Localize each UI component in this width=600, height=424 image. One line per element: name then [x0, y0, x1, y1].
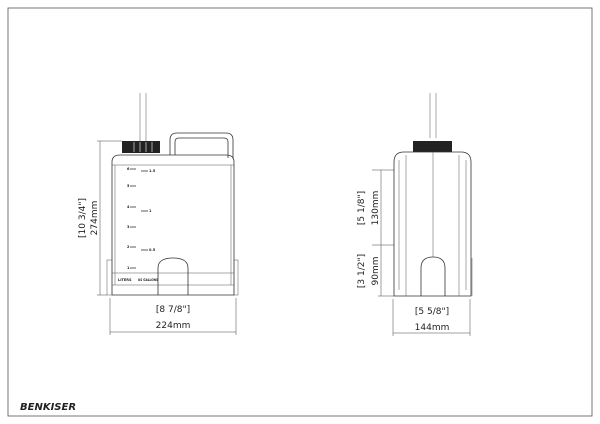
liter-mark: 6 — [127, 167, 130, 171]
cap — [122, 141, 160, 153]
side-view: 130mm [5 1/8"] 90mm [3 1/2"] [5 5/8"] 14… — [357, 93, 473, 336]
side-dimensions: 130mm [5 1/8"] 90mm [3 1/2"] [5 5/8"] 14… — [357, 169, 471, 336]
gallons-label: US GALLONS — [138, 278, 158, 282]
width-dimension: [8 7/8"] 224mm — [109, 298, 237, 335]
foot-left — [106, 259, 113, 296]
width-in-label: [8 7/8"] — [156, 305, 190, 315]
gallon-mark: 1.5 — [149, 169, 156, 173]
lower-mm-label: 90mm — [371, 257, 381, 286]
drawing-frame — [7, 7, 593, 417]
liter-mark: 2 — [127, 245, 130, 249]
height-in-label: [10 3/4"] — [78, 198, 88, 238]
handle-recess — [420, 256, 446, 296]
liter-mark: 1 — [127, 266, 130, 270]
foot-right — [233, 259, 239, 296]
gallon-mark: 0.5 — [149, 248, 156, 252]
height-dimension: 274mm [10 3/4"] — [78, 140, 122, 296]
cap — [413, 141, 452, 152]
upper-mm-label: 130mm — [371, 191, 381, 226]
lower-in-label: [3 1/2"] — [357, 254, 367, 288]
liter-mark: 4 — [127, 205, 130, 209]
gallon-mark: 1 — [149, 209, 152, 213]
front-view: 6 5 4 3 2 1 1.5 1 0.5 LITERS US GALLONS — [78, 93, 239, 335]
handle — [169, 132, 234, 158]
benkiser-logo: BENKISER — [20, 402, 76, 413]
width-mm-label: 224mm — [156, 321, 191, 331]
jug-body — [111, 154, 235, 296]
liter-mark: 3 — [127, 225, 130, 229]
jug-body — [393, 151, 472, 297]
liters-label: LITERS — [118, 278, 132, 282]
upper-in-label: [5 1/8"] — [357, 191, 367, 225]
liter-mark: 5 — [127, 184, 130, 188]
side-width-in-label: [5 5/8"] — [415, 307, 449, 317]
liter-scale: 6 5 4 3 2 1 1.5 1 0.5 LITERS US GALLONS — [118, 167, 158, 282]
height-mm-label: 274mm — [90, 201, 100, 236]
handle-recess — [157, 257, 189, 295]
side-width-mm-label: 144mm — [415, 323, 450, 333]
